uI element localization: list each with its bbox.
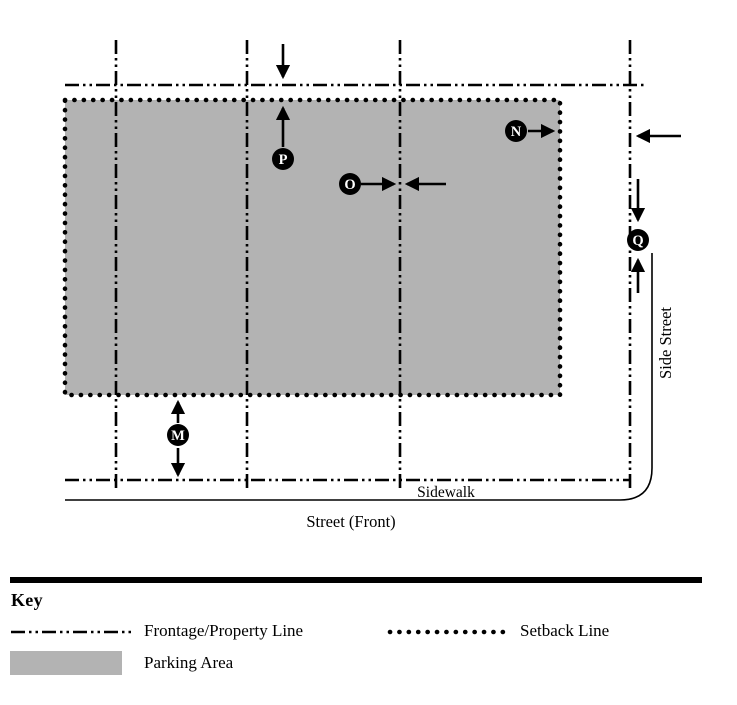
marker-o: O [339, 173, 361, 195]
marker-n-circle [505, 120, 527, 142]
marker-q-circle [627, 229, 649, 251]
marker-p: P [272, 148, 294, 170]
marker-m-circle [167, 424, 189, 446]
marker-q-label: Q [632, 233, 643, 249]
setback-line-label: Setback Line [520, 621, 610, 640]
sidewalk-label: Sidewalk [417, 484, 475, 501]
parking-area [65, 100, 560, 395]
marker-p-label: P [279, 152, 288, 168]
frontage-line-sample [11, 630, 131, 634]
side-street-label: Side Street [656, 307, 675, 379]
parking-area-label: Parking Area [144, 653, 234, 672]
dimension-arrows [170, 44, 681, 478]
marker-m: M [167, 424, 189, 446]
marker-o-circle [339, 173, 361, 195]
marker-m-label: M [171, 428, 185, 444]
marker-badges: M N O P Q [167, 120, 649, 446]
marker-p-circle [272, 148, 294, 170]
marker-n: N [505, 120, 527, 142]
street-curb-line [65, 253, 653, 501]
frontage-property-lines [65, 40, 644, 490]
frontage-line-label: Frontage/Property Line [144, 621, 304, 640]
parking-area-swatch [10, 651, 122, 675]
key-divider [10, 577, 702, 583]
key-title: Key [11, 590, 43, 610]
marker-q: Q [627, 229, 649, 251]
setback-line-sample [387, 629, 509, 635]
street-labels: Sidewalk Street (Front) Side Street [306, 307, 675, 531]
marker-o-label: O [344, 177, 355, 193]
street-front-label: Street (Front) [306, 512, 395, 531]
site-plan-diagram: M N O P Q Sidewalk Street (Front) S [62, 40, 681, 531]
marker-n-label: N [511, 124, 522, 140]
